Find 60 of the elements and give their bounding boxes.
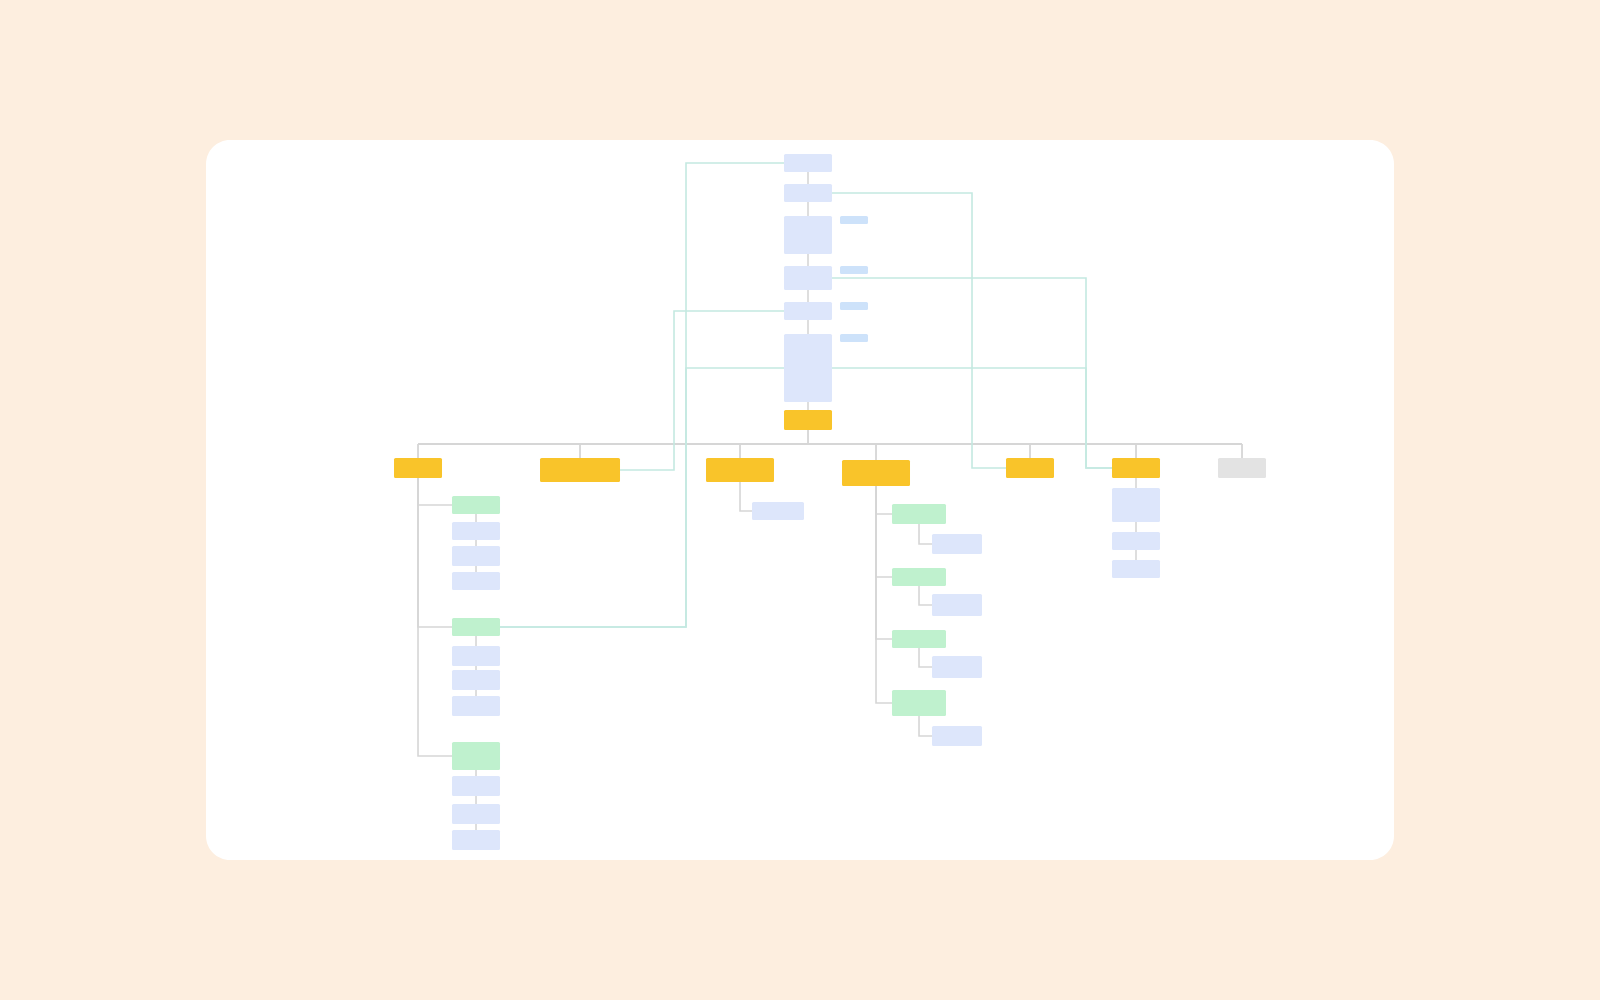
connector-line [475, 823, 477, 831]
page-box [452, 546, 500, 566]
page-box [452, 696, 500, 716]
subsection-box [892, 504, 946, 524]
page-box [932, 726, 982, 746]
page-box [452, 830, 500, 850]
page-box [784, 334, 832, 402]
connector-line [475, 513, 477, 523]
connector-line [475, 539, 477, 547]
page-box [452, 670, 500, 690]
connector-line [918, 523, 933, 545]
connector-line [475, 689, 477, 697]
section-box [1218, 458, 1266, 478]
connector-line [807, 171, 809, 185]
section-box [842, 460, 910, 486]
connector-line [619, 310, 785, 471]
note-box [840, 302, 868, 310]
connector-line [831, 367, 1113, 469]
page-box [452, 776, 500, 796]
connector-line [831, 192, 1007, 469]
page-box [1112, 488, 1160, 522]
connector-line [918, 715, 933, 737]
page-box [452, 646, 500, 666]
note-box [840, 266, 868, 274]
connector-line [499, 367, 785, 628]
connector-line [807, 201, 809, 217]
section-box [540, 458, 620, 482]
page-box [784, 216, 832, 254]
connector-line [475, 635, 477, 647]
connector-line [417, 429, 1243, 461]
connector-line [807, 319, 809, 335]
connector-line [475, 769, 477, 777]
note-box [840, 216, 868, 224]
connector-line [807, 289, 809, 303]
connector-line [807, 253, 809, 267]
subsection-box [452, 742, 500, 770]
section-box [394, 458, 442, 478]
section-box [784, 410, 832, 430]
connector-line [1135, 477, 1137, 489]
section-box [1006, 458, 1054, 478]
page-box [932, 534, 982, 554]
connector-line [739, 481, 753, 512]
connector-line [807, 401, 809, 411]
connector-line [475, 565, 477, 573]
section-box [1112, 458, 1160, 478]
page-box [452, 804, 500, 824]
page-box [932, 594, 982, 616]
connector-line [918, 647, 933, 668]
page-box [784, 266, 832, 290]
connector-line [475, 795, 477, 805]
section-box [706, 458, 774, 482]
connector-line [475, 665, 477, 671]
subsection-box [892, 690, 946, 716]
page-box [932, 656, 982, 678]
connector-line [875, 485, 893, 704]
note-box [840, 334, 868, 342]
connector-line [1135, 549, 1137, 561]
connector-line [1135, 521, 1137, 533]
connector-line [918, 585, 933, 606]
connector-line [417, 477, 453, 757]
